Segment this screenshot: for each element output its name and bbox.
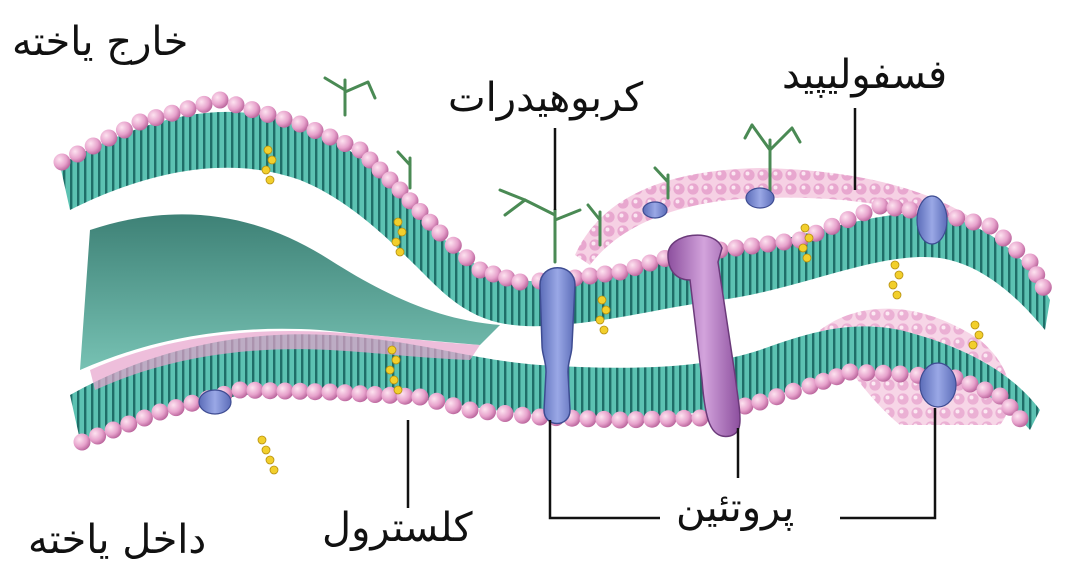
head-bead: [902, 202, 919, 219]
blue-protein-channel: [540, 268, 575, 424]
head-bead: [322, 384, 339, 401]
head-bead: [642, 255, 659, 272]
head-bead: [148, 109, 165, 126]
head-bead: [412, 389, 429, 406]
head-bead: [262, 382, 279, 399]
head-bead: [462, 402, 479, 419]
head-bead: [728, 240, 745, 257]
label-carbohydrates: کربوهیدرات: [448, 78, 643, 118]
head-bead: [132, 114, 149, 131]
head-bead: [136, 410, 153, 427]
head-bead: [85, 138, 102, 155]
head-bead: [982, 218, 999, 235]
head-bead: [962, 376, 979, 393]
head-bead: [597, 266, 614, 283]
head-bead: [660, 410, 677, 427]
head-bead: [54, 154, 71, 171]
head-bead: [247, 382, 264, 399]
head-bead: [180, 100, 197, 117]
head-bead: [292, 383, 309, 400]
head-bead: [428, 393, 445, 410]
head-bead: [292, 116, 309, 133]
head-bead: [367, 386, 384, 403]
head-bead: [842, 364, 859, 381]
head-bead: [1035, 279, 1052, 296]
label-phospholipid: فسفولیپید: [782, 55, 947, 95]
head-bead: [74, 434, 91, 451]
head-bead: [116, 122, 133, 139]
head-bead: [105, 422, 122, 439]
leader-protein-left: [550, 420, 660, 518]
head-bead: [1008, 242, 1025, 259]
head-bead: [322, 129, 339, 146]
head-bead: [760, 236, 777, 253]
head-bead: [232, 382, 249, 399]
head-bead: [785, 383, 802, 400]
head-bead: [612, 264, 629, 281]
head-bead: [432, 225, 449, 242]
head-bead: [776, 234, 793, 251]
head-bead: [856, 204, 873, 221]
head-bead: [875, 365, 892, 382]
head-bead: [840, 211, 857, 228]
head-bead: [744, 238, 761, 255]
head-bead: [977, 382, 994, 399]
head-bead: [892, 366, 909, 383]
head-bead: [768, 388, 785, 405]
head-bead: [824, 218, 841, 235]
head-bead: [628, 411, 645, 428]
head-bead: [277, 383, 294, 400]
head-bead: [228, 96, 245, 113]
head-bead: [184, 395, 201, 412]
head-bead: [100, 130, 117, 147]
head-bead: [307, 122, 324, 139]
head-bead: [89, 428, 106, 445]
head-bead: [352, 385, 369, 402]
head-bead: [244, 101, 261, 118]
label-cholesterol: کلسترول: [322, 508, 473, 548]
head-bead: [479, 403, 496, 420]
head-bead: [212, 92, 229, 109]
head-bead: [69, 146, 86, 163]
head-bead: [497, 405, 514, 422]
label-outside-cell: خارج یاخته: [12, 22, 188, 62]
head-bead: [948, 210, 965, 227]
head-bead: [260, 106, 277, 123]
head-bead: [752, 394, 769, 411]
head-bead: [164, 105, 181, 122]
head-bead: [445, 237, 462, 254]
head-bead: [458, 249, 475, 266]
head-bead: [512, 274, 529, 291]
head-bead: [582, 268, 599, 285]
head-bead: [514, 407, 531, 424]
head-bead: [965, 214, 982, 231]
label-inside-cell: داخل یاخته: [28, 520, 206, 560]
head-bead: [1012, 410, 1029, 427]
head-bead: [596, 411, 613, 428]
head-bead: [307, 383, 324, 400]
head-bead: [612, 412, 629, 429]
head-bead: [337, 384, 354, 401]
head-bead: [995, 230, 1012, 247]
head-bead: [337, 135, 354, 152]
head-bead: [858, 364, 875, 381]
label-protein: پروتئین: [676, 488, 794, 528]
head-bead: [152, 404, 169, 421]
head-bead: [887, 200, 904, 217]
head-bead: [627, 259, 644, 276]
head-bead: [580, 410, 597, 427]
head-bead: [445, 397, 462, 414]
head-bead: [676, 410, 693, 427]
head-bead: [872, 198, 889, 215]
head-bead: [120, 416, 137, 433]
head-bead: [276, 111, 293, 128]
head-bead: [196, 96, 213, 113]
head-bead: [644, 411, 661, 428]
head-bead: [168, 399, 185, 416]
